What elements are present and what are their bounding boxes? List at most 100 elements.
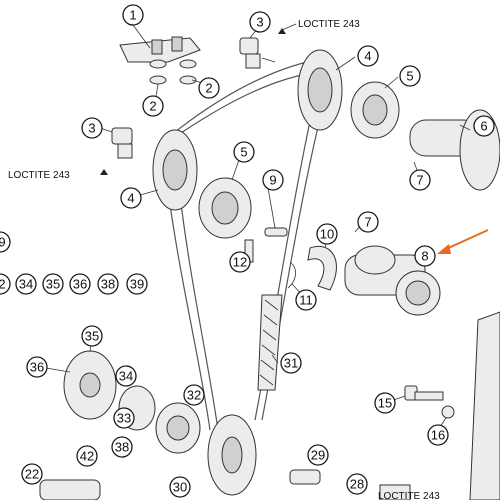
svg-text:31: 31 bbox=[284, 356, 298, 371]
timing-chain bbox=[159, 59, 323, 431]
callout-9a: 9 bbox=[262, 169, 284, 191]
chain-guide-right bbox=[469, 311, 500, 500]
svg-text:34: 34 bbox=[19, 277, 33, 292]
callout-5b: 5 bbox=[233, 141, 255, 163]
svg-text:22: 22 bbox=[25, 467, 39, 482]
svg-text:35: 35 bbox=[85, 329, 99, 344]
crank-sprocket bbox=[207, 414, 257, 496]
svg-text:38: 38 bbox=[115, 440, 129, 455]
callout-7b: 7 bbox=[357, 211, 379, 233]
callout-row-34: 34 bbox=[15, 273, 37, 295]
callout-33: 33 bbox=[113, 407, 135, 429]
svg-text:42: 42 bbox=[80, 449, 94, 464]
callout-28: 28 bbox=[346, 473, 368, 495]
svg-text:15: 15 bbox=[378, 396, 392, 411]
svg-text:30: 30 bbox=[173, 480, 187, 495]
svg-text:5: 5 bbox=[406, 69, 413, 84]
cam-sprocket-top bbox=[297, 49, 343, 131]
callout-3b: 3 bbox=[81, 117, 103, 139]
callout-15: 15 bbox=[374, 392, 396, 414]
callout-6: 6 bbox=[473, 115, 495, 137]
svg-text:2: 2 bbox=[149, 99, 156, 114]
svg-text:38: 38 bbox=[101, 277, 115, 292]
svg-text:32: 32 bbox=[187, 388, 201, 403]
svg-text:3: 3 bbox=[88, 121, 95, 136]
washer-pair-top bbox=[149, 59, 197, 85]
callout-34a: 34 bbox=[115, 365, 137, 387]
bearing-top bbox=[350, 81, 400, 139]
svg-text:2: 2 bbox=[205, 81, 212, 96]
svg-text:11: 11 bbox=[299, 293, 313, 308]
callout-10: 10 bbox=[316, 223, 338, 245]
svg-text:LOCTITE 243: LOCTITE 243 bbox=[378, 491, 440, 500]
callout-8-highlighted: 8 bbox=[414, 245, 436, 267]
svg-text:1: 1 bbox=[129, 8, 136, 23]
callout-9b-partial: 9 bbox=[0, 231, 11, 253]
part-22-bottom bbox=[39, 479, 101, 500]
callout-row-38: 38 bbox=[97, 273, 119, 295]
pin-9 bbox=[264, 227, 288, 237]
callout-1: 1 bbox=[122, 4, 144, 26]
camshaft-intake bbox=[344, 245, 441, 316]
bearing-left bbox=[198, 177, 252, 239]
washer-16 bbox=[441, 405, 455, 419]
svg-text:4: 4 bbox=[364, 49, 371, 64]
callout-row-36: 36 bbox=[69, 273, 91, 295]
callout-7a: 7 bbox=[409, 169, 431, 191]
callout-30: 30 bbox=[169, 476, 191, 498]
svg-text:LOCTITE 243: LOCTITE 243 bbox=[8, 170, 70, 181]
callout-row-39: 39 bbox=[126, 273, 148, 295]
svg-text:34: 34 bbox=[119, 369, 133, 384]
callout-16: 16 bbox=[427, 424, 449, 446]
part-28-bottom bbox=[379, 484, 411, 500]
callout-2b: 2 bbox=[142, 95, 164, 117]
svg-text:9: 9 bbox=[269, 173, 276, 188]
callout-32: 32 bbox=[183, 384, 205, 406]
svg-text:28: 28 bbox=[350, 477, 364, 492]
callout-row-2: 2 bbox=[0, 273, 11, 295]
callout-4a: 4 bbox=[357, 45, 379, 67]
callout-42: 42 bbox=[76, 445, 98, 467]
callout-29: 29 bbox=[307, 444, 329, 466]
callout-12: 12 bbox=[229, 251, 251, 273]
svg-text:39: 39 bbox=[130, 277, 144, 292]
callout-36a: 36 bbox=[26, 356, 48, 378]
chain-guide-rail-top bbox=[119, 36, 201, 63]
svg-text:6: 6 bbox=[480, 119, 487, 134]
svg-text:3: 3 bbox=[256, 15, 263, 30]
svg-text:7: 7 bbox=[416, 173, 423, 188]
callout-35a: 35 bbox=[81, 325, 103, 347]
svg-text:36: 36 bbox=[73, 277, 87, 292]
callout-22: 22 bbox=[21, 463, 43, 485]
svg-text:5: 5 bbox=[240, 145, 247, 160]
svg-text:12: 12 bbox=[233, 255, 247, 270]
chain-tensioner-rail bbox=[257, 294, 283, 391]
callout-5a: 5 bbox=[399, 65, 421, 87]
svg-text:7: 7 bbox=[364, 215, 371, 230]
loctite-label-bottom: LOCTITE 243 bbox=[378, 491, 440, 500]
callout-2a: 2 bbox=[198, 77, 220, 99]
highlight-arrow-shaft bbox=[443, 229, 489, 251]
bolt-top bbox=[239, 37, 276, 69]
svg-text:LOCTITE 243: LOCTITE 243 bbox=[298, 19, 360, 30]
sprocket-35 bbox=[63, 350, 117, 420]
callout-31: 31 bbox=[280, 352, 302, 374]
callout-row-35: 35 bbox=[42, 273, 64, 295]
svg-text:8: 8 bbox=[421, 249, 428, 264]
svg-text:10: 10 bbox=[320, 227, 334, 242]
decompressor-lever bbox=[307, 245, 337, 291]
loctite-label-left: LOCTITE 243 bbox=[8, 169, 108, 181]
svg-text:16: 16 bbox=[431, 428, 445, 443]
svg-text:35: 35 bbox=[46, 277, 60, 292]
loctite-label-top: LOCTITE 243 bbox=[278, 19, 360, 34]
cam-sprocket-left bbox=[152, 129, 198, 211]
svg-text:2: 2 bbox=[0, 277, 6, 292]
highlight-arrow-head bbox=[437, 244, 451, 254]
callout-38a: 38 bbox=[111, 436, 133, 458]
spring-11 bbox=[287, 261, 297, 289]
svg-text:33: 33 bbox=[117, 411, 131, 426]
svg-text:36: 36 bbox=[30, 360, 44, 375]
bearing-32 bbox=[155, 402, 201, 454]
callout-11: 11 bbox=[295, 289, 317, 311]
